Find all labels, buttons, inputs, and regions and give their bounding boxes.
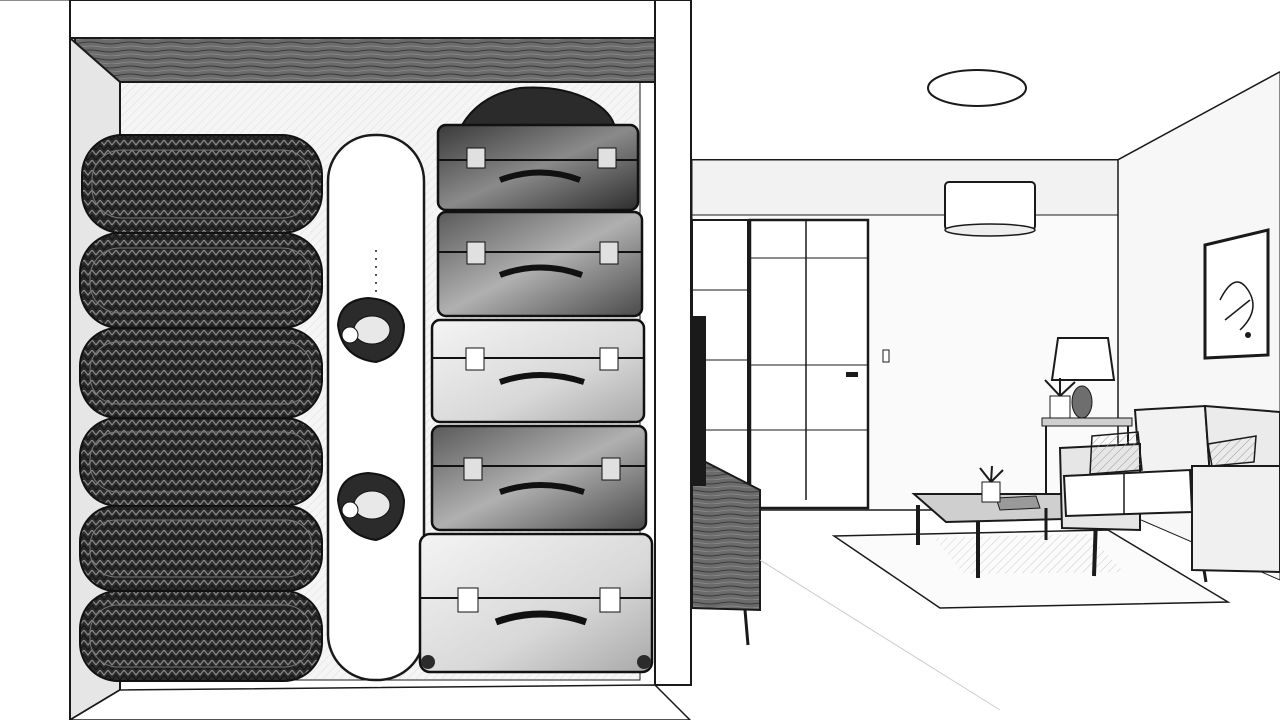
snowboard-binding — [336, 296, 406, 364]
tire — [79, 327, 323, 419]
closet-lintel — [74, 37, 659, 83]
suitcase-stack — [418, 86, 654, 674]
pendant-lamp — [944, 181, 1036, 237]
coffee-table — [911, 465, 1107, 578]
partition-wall — [654, 0, 692, 686]
suitcase — [436, 210, 644, 318]
tire — [81, 134, 323, 234]
cushion — [1207, 435, 1257, 467]
tv-stand — [691, 453, 761, 646]
sofa — [1058, 404, 1280, 583]
snowboard — [326, 133, 426, 682]
living-room — [690, 69, 1280, 711]
suitcase — [436, 123, 640, 212]
framed-art — [1203, 228, 1270, 360]
cushion — [1089, 431, 1143, 475]
tire — [79, 590, 323, 682]
potted-plant — [1044, 378, 1076, 419]
potted-plant — [979, 465, 1004, 503]
glass-door — [748, 218, 870, 510]
tire — [79, 417, 323, 507]
tire — [79, 232, 323, 329]
books — [995, 495, 1041, 511]
duffel-bag — [460, 86, 617, 130]
tire-stack — [79, 134, 323, 682]
tire — [79, 505, 323, 592]
light-switch — [882, 349, 890, 363]
table-lamp — [1050, 337, 1116, 419]
suitcase — [430, 318, 646, 424]
ceiling-light — [927, 69, 1027, 107]
suitcase — [418, 532, 654, 674]
tv — [690, 316, 706, 486]
snowboard-binding — [336, 471, 406, 542]
door-handle-icon — [846, 372, 858, 377]
suitcase — [430, 424, 648, 532]
